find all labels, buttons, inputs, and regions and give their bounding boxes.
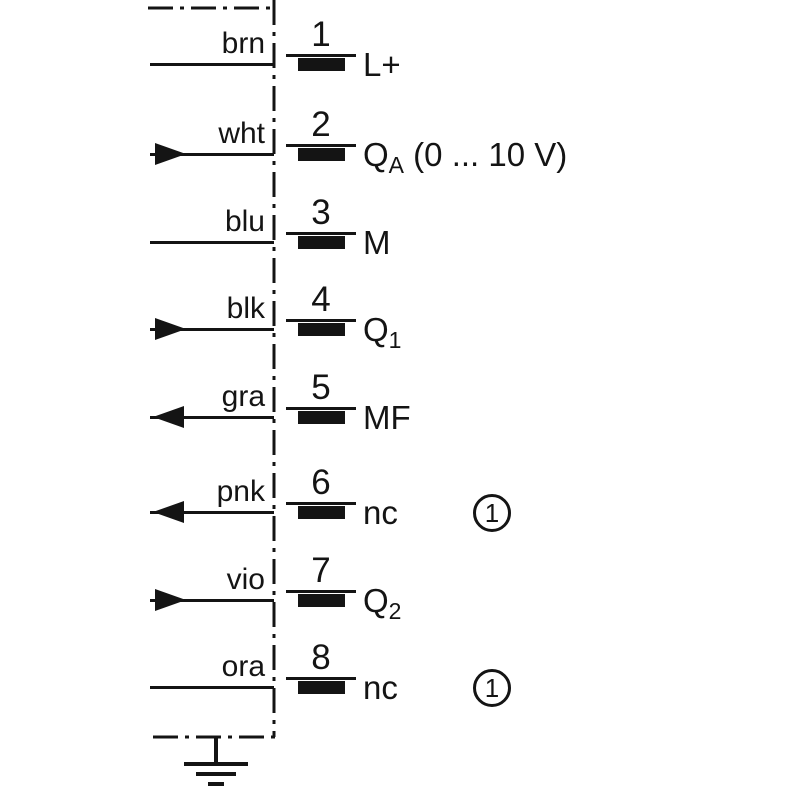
wire-color-label: gra <box>221 380 265 413</box>
signal-label: M <box>363 223 391 263</box>
wire-line <box>150 599 274 602</box>
signal-main: Q <box>363 311 389 348</box>
pin-number-underline <box>286 407 356 410</box>
wire-line <box>150 328 274 331</box>
signal-main: Q <box>363 136 389 173</box>
wire-color-label: ora <box>221 650 265 683</box>
signal-label: L+ <box>363 45 401 85</box>
arrow-left-icon <box>153 501 184 523</box>
arrow-right-icon <box>155 143 186 165</box>
pin-number-underline <box>286 54 356 57</box>
signal-subscript: 2 <box>388 598 402 624</box>
signal-subscript: A <box>388 152 405 178</box>
pin-stub <box>298 236 345 249</box>
signal-main: MF <box>363 399 411 436</box>
signal-label: Q2 <box>363 581 402 624</box>
wire-line <box>150 153 274 156</box>
arrow-left-icon <box>153 406 184 428</box>
signal-main: nc <box>363 494 398 531</box>
ground-icon <box>184 737 248 786</box>
signal-label: nc <box>363 493 398 533</box>
note-circle: 1 <box>473 494 511 532</box>
wire-color-label: blk <box>226 292 265 325</box>
wire-line <box>150 241 274 244</box>
signal-main: nc <box>363 669 398 706</box>
pin-stub <box>298 594 345 607</box>
pin-stub <box>298 506 345 519</box>
pin-row-2: wht 2 QA (0 ... 10 V) <box>0 105 800 202</box>
pin-number: 8 <box>311 638 331 677</box>
pin-stub <box>298 323 345 336</box>
pin-number: 6 <box>311 463 331 502</box>
signal-suffix: (0 ... 10 V) <box>404 136 568 173</box>
pin-stub <box>298 148 345 161</box>
pin-number: 2 <box>311 105 331 144</box>
pin-stub <box>298 411 345 424</box>
signal-label: nc <box>363 668 398 708</box>
pin-number: 7 <box>311 551 331 590</box>
signal-label: QA (0 ... 10 V) <box>363 135 568 178</box>
pin-number-underline <box>286 232 356 235</box>
pin-number-underline <box>286 144 356 147</box>
pin-row-5: gra 5 MF <box>0 368 800 465</box>
signal-main: L+ <box>363 46 401 83</box>
arrow-right-icon <box>155 318 186 340</box>
pin-row-3: blu 3 M <box>0 193 800 290</box>
pin-number: 5 <box>311 368 331 407</box>
signal-label: Q1 <box>363 310 402 353</box>
pin-number-underline <box>286 590 356 593</box>
pin-stub <box>298 58 345 71</box>
pin-row-6: pnk 6 nc 1 <box>0 463 800 560</box>
pin-number: 4 <box>311 280 331 319</box>
pin-row-7: vio 7 Q2 <box>0 551 800 648</box>
note-circle: 1 <box>473 669 511 707</box>
pin-number: 1 <box>311 15 331 54</box>
wire-color-label: blu <box>224 205 265 238</box>
pin-number-underline <box>286 677 356 680</box>
pin-stub <box>298 681 345 694</box>
wire-line <box>150 686 274 689</box>
signal-subscript: 1 <box>388 327 402 353</box>
signal-main: M <box>363 224 391 261</box>
pin-row-8: ora 8 nc 1 <box>0 638 800 735</box>
arrow-right-icon <box>155 589 186 611</box>
wire-color-label: pnk <box>216 475 265 508</box>
wire-line <box>150 63 274 66</box>
wire-line <box>150 511 274 514</box>
pin-number-underline <box>286 502 356 505</box>
wire-line <box>150 416 274 419</box>
pin-row-4: blk 4 Q1 <box>0 280 800 377</box>
wire-color-label: brn <box>221 27 265 60</box>
signal-label: MF <box>363 398 411 438</box>
signal-main: Q <box>363 582 389 619</box>
pin-number: 3 <box>311 193 331 232</box>
wire-color-label: vio <box>226 563 265 596</box>
pin-number-underline <box>286 319 356 322</box>
wire-color-label: wht <box>218 117 265 150</box>
pin-row-1: brn 1 L+ <box>0 15 800 112</box>
